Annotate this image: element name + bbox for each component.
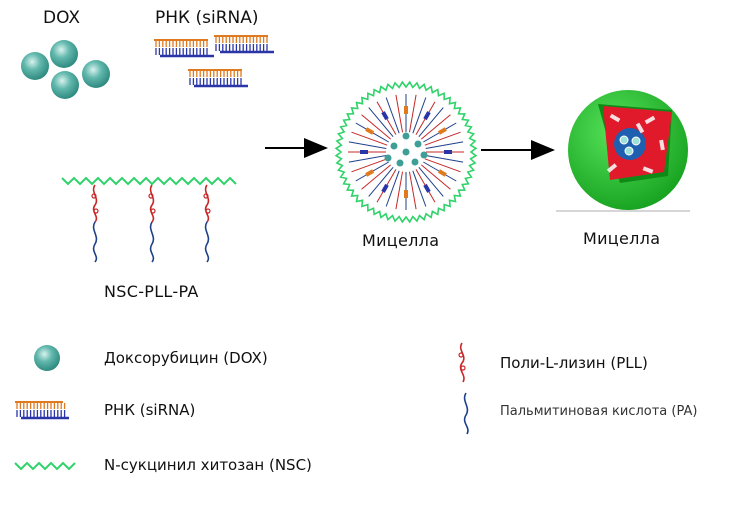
pll-pa-pendant xyxy=(91,184,99,263)
polymer-label: NSC-PLL-PA xyxy=(104,282,199,301)
dox-particle-icon xyxy=(51,71,79,99)
micelle-spoke xyxy=(408,171,417,210)
micelle-spoke xyxy=(351,131,388,146)
sirna-mark xyxy=(609,113,621,123)
micelle-sirna-mark xyxy=(437,169,447,177)
sirna-mark xyxy=(635,122,645,134)
dox-particle-icon xyxy=(34,345,60,371)
sirna-icon xyxy=(154,39,214,58)
legend-icons xyxy=(14,342,469,471)
sirna-mark xyxy=(659,139,665,151)
nsc-chain-icon xyxy=(14,461,76,471)
micelle-spoke xyxy=(348,141,387,150)
micelle-spoke xyxy=(425,154,464,163)
micelle-sirna-mark xyxy=(444,150,452,154)
micelle-spoke xyxy=(418,166,444,197)
micelle-spoke xyxy=(420,164,451,190)
dox-particle-icon xyxy=(82,60,110,88)
dox-particle-icon xyxy=(21,52,49,80)
legend-sirna-label: РНК (siRNA) xyxy=(104,401,196,419)
micelle-spoke xyxy=(420,114,451,140)
pa-icon xyxy=(463,392,469,435)
dox-particle-icon xyxy=(631,136,641,146)
dox-particle-icon xyxy=(402,132,410,140)
dox-particle-icon xyxy=(396,159,404,167)
micelle-sirna-mark xyxy=(381,111,389,121)
dox-particle-icon xyxy=(384,154,392,162)
micelle-sphere-graphic xyxy=(556,90,690,212)
sirna-group xyxy=(154,35,274,88)
pll-pa-pendant xyxy=(203,184,211,263)
sirna-label: РНК (siRNA) xyxy=(155,8,259,28)
micelle-sirna-mark xyxy=(381,183,389,193)
micelle-sirna-mark xyxy=(437,127,447,135)
micelle-spoke xyxy=(395,94,404,133)
micelle-sirna-mark xyxy=(404,106,408,114)
legend-dox-label: Доксорубицин (DOX) xyxy=(104,349,268,367)
dox-particle-icon xyxy=(411,158,419,166)
sirna-icon xyxy=(188,69,248,88)
micelle-spoke xyxy=(412,97,427,134)
micelle-spoke xyxy=(418,107,444,138)
micelle-spoke xyxy=(395,171,404,210)
micelle-sphere-label: Мицелла xyxy=(583,229,661,248)
micelle-spoke xyxy=(348,154,387,163)
micelle-sirna-mark xyxy=(423,111,431,121)
micelle-sirna-mark xyxy=(365,127,375,135)
micelle-sirna-mark xyxy=(360,150,368,154)
dox-particle-icon xyxy=(414,140,422,148)
micelle-spoke xyxy=(361,114,392,140)
micelle-spoke xyxy=(424,158,461,173)
micelle-spoke xyxy=(368,166,394,197)
sirna-mark xyxy=(606,163,618,173)
polymer-structure xyxy=(61,176,237,263)
sirna-icon xyxy=(15,401,69,420)
pll-pa-pendant xyxy=(148,184,156,263)
dox-particle-icon xyxy=(390,142,398,150)
legend-pa-label: Пальмитиновая кислота (PA) xyxy=(500,404,698,419)
legend-pll-label: Поли-L-лизин (PLL) xyxy=(500,354,648,372)
sirna-icon xyxy=(15,401,69,420)
micelle-sirna-mark xyxy=(404,190,408,198)
pll-icon xyxy=(458,342,466,383)
micelle-spoke xyxy=(424,131,461,146)
dox-particle-icon xyxy=(624,146,634,156)
micelle-spoke xyxy=(385,97,400,134)
micelle-sirna-mark xyxy=(365,169,375,177)
legend-nsc-label: N-сукцинил хитозан (NSC) xyxy=(104,456,312,474)
sphere-sirna-marks xyxy=(606,113,665,174)
micelle-graphic xyxy=(334,80,478,224)
dox-particle-icon xyxy=(420,151,428,159)
micelle-spoke xyxy=(425,141,464,150)
sirna-mark xyxy=(644,115,656,125)
dox-cluster xyxy=(21,40,110,99)
micelle-spoke xyxy=(368,107,394,138)
dox-particle-icon xyxy=(402,148,410,156)
micelle-corona xyxy=(334,80,478,224)
micelle-spoke xyxy=(408,94,417,133)
dox-particle-icon xyxy=(50,40,78,68)
sirna-mark xyxy=(642,166,654,174)
micelle-spoke xyxy=(361,164,392,190)
dox-label: DOX xyxy=(43,8,81,28)
micelle-spoke xyxy=(385,170,400,207)
nsc-chain-icon xyxy=(61,176,237,186)
micelle-label: Мицелла xyxy=(362,231,440,250)
dox-particle-icon xyxy=(619,135,629,145)
sirna-icon xyxy=(214,35,274,54)
micelle-spoke xyxy=(412,170,427,207)
micelle-spoke xyxy=(351,158,388,173)
micelle-sirna-mark xyxy=(423,183,431,193)
